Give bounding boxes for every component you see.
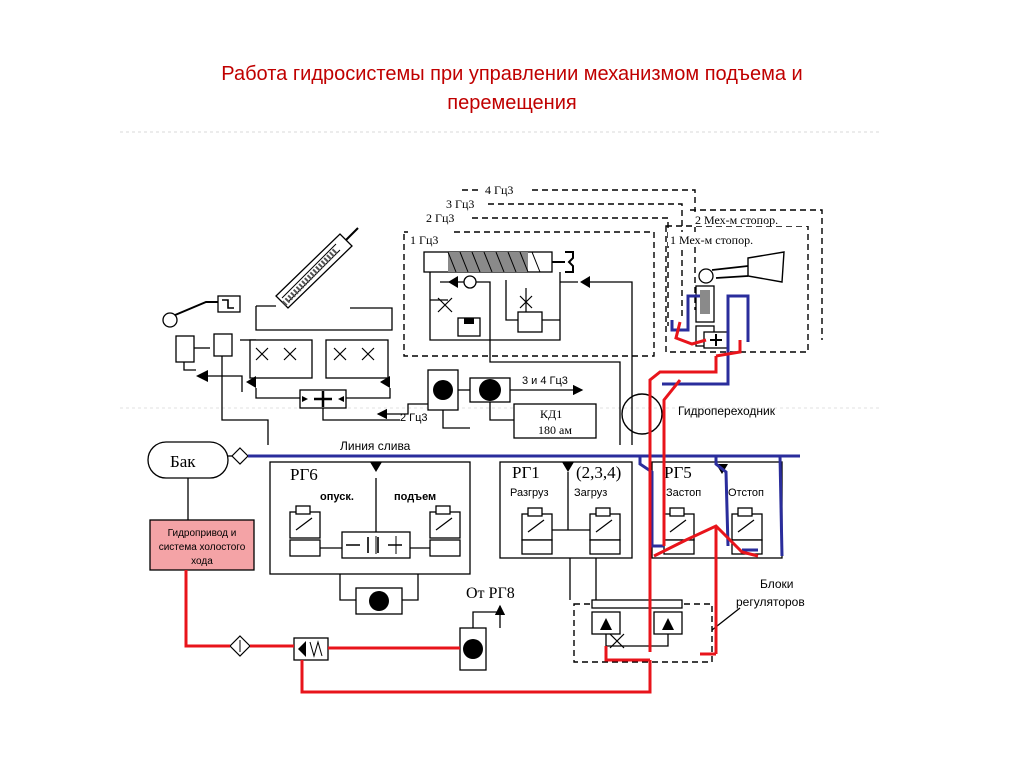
boom-lift-group xyxy=(162,227,400,445)
check-valve-icon-3 xyxy=(196,370,208,382)
label-from-rg8: От РГ8 xyxy=(466,585,515,602)
hydro-adapter xyxy=(621,393,663,435)
title-line-2: перемещения xyxy=(447,92,577,114)
label-drive-2: система холостого xyxy=(159,542,246,553)
label-kd1-b: 180 ам xyxy=(538,423,572,437)
check-valve-icon-6 xyxy=(370,462,382,472)
regulator-blocks: Блоки регуляторов xyxy=(573,577,805,663)
label-gc4: 4 Гц3 xyxy=(485,183,513,197)
label-lift: подъем xyxy=(394,491,436,503)
label-stop: Застоп xyxy=(666,487,701,499)
pressure-lines xyxy=(184,321,759,694)
label-unstop: Отстоп xyxy=(728,487,764,499)
label-drain-line: Линия слива xyxy=(340,439,411,453)
label-gc2: 2 Гц3 xyxy=(426,211,454,225)
title-line-1: Работа гидросистемы при управлении механ… xyxy=(221,63,803,85)
stopper-clamp-icon xyxy=(747,251,785,283)
regulator-box-left xyxy=(249,339,313,379)
label-rg6: РГ6 xyxy=(290,465,318,484)
label-drive-1: Гидропривод и xyxy=(168,528,237,539)
check-valve-icon-7 xyxy=(562,462,574,472)
gc3-cylinders-group: 4 Гц3 3 Гц3 2 Гц3 1 Гц3 xyxy=(403,183,696,445)
label-kd1-a: КД1 xyxy=(540,407,562,421)
drive-box xyxy=(149,519,255,571)
check-valve-icon xyxy=(448,276,458,288)
label-tank: Бак xyxy=(170,452,196,471)
drain-lines xyxy=(248,294,800,557)
pump-units: 3 и 4 Гц3 2 Гц3 КД1 180 ам xyxy=(376,369,597,439)
label-unload: Разгруз xyxy=(510,487,549,499)
rg6-block: РГ6 опуск. подъем xyxy=(269,461,471,615)
check-valve-icon-5 xyxy=(380,376,390,388)
label-load: Загруз xyxy=(574,487,607,499)
regulator-box-right xyxy=(325,339,389,379)
label-gc3: 3 Гц3 xyxy=(446,197,474,211)
slide-title: Работа гидросистемы при управлении механ… xyxy=(0,60,1024,118)
label-mech1: 1 Мех-м стопор. xyxy=(670,233,753,247)
label-mech2: 2 Мех-м стопор. xyxy=(695,213,778,227)
label-regulators-1: Блоки xyxy=(760,577,794,591)
label-gc34: 3 и 4 Гц3 xyxy=(522,375,568,387)
drain-filter-icon xyxy=(231,447,249,465)
stopper-mechanisms-group: 2 Мех-м стопор. 1 Мех-м стопор. xyxy=(665,209,823,353)
label-rg1: РГ1 xyxy=(512,463,540,482)
label-rg5: РГ5 xyxy=(664,463,692,482)
label-adapter: Гидропереходник xyxy=(678,404,776,418)
label-regulators-2: регуляторов xyxy=(736,595,805,609)
label-gc1: 1 Гц3 xyxy=(410,233,438,247)
check-valve-icon-2 xyxy=(580,276,590,288)
regulator-dashed-frame xyxy=(573,603,713,663)
label-lower: опуск. xyxy=(320,491,354,503)
rg1-block: РГ1 (2,3,4) Разгруз Загруз xyxy=(499,461,633,600)
label-rg1-sub: (2,3,4) xyxy=(576,463,621,482)
kd1-box xyxy=(513,403,597,439)
label-drive-3: хода xyxy=(191,556,213,567)
boom-tool-icon xyxy=(217,295,241,313)
check-valve-icon-4 xyxy=(246,376,256,388)
label-gc2-arrow: 2 Гц3 xyxy=(400,412,428,424)
gripper-icon xyxy=(565,251,574,273)
